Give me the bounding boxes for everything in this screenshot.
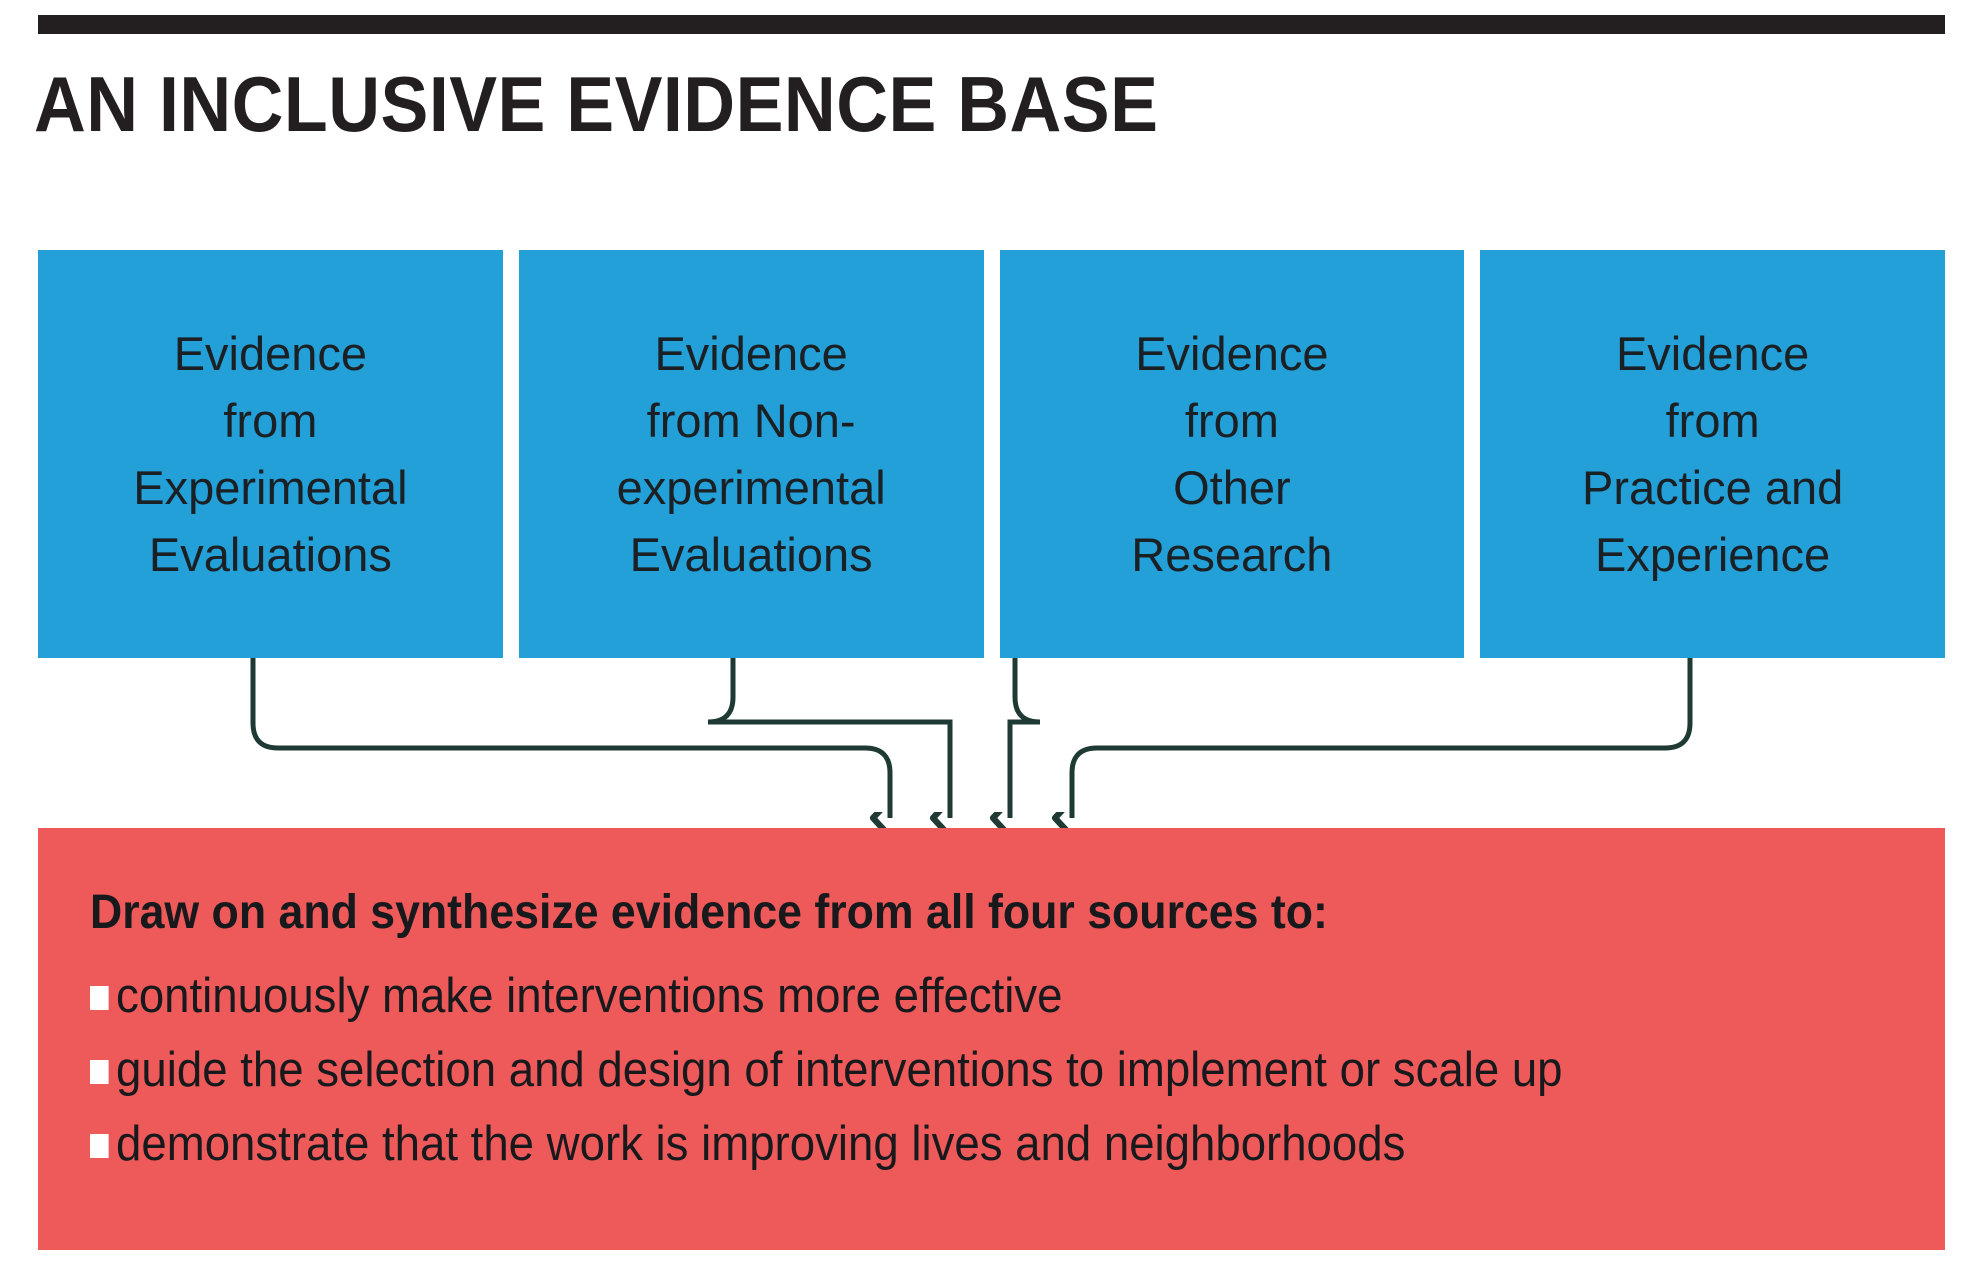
actions-heading: Draw on and synthesize evidence from all… — [90, 886, 1328, 939]
actions-panel: Draw on and synthesize evidence from all… — [38, 828, 1945, 1250]
page-title: AN INCLUSIVE EVIDENCE BASE — [34, 60, 1159, 148]
square-bullet-icon — [90, 1134, 109, 1158]
connector-path-practice-and-experience — [1072, 658, 1693, 818]
action-item-label: guide the selection and design of interv… — [116, 1043, 1563, 1097]
source-box-practice-and-experience[interactable]: Evidence from Practice and Experience — [1480, 250, 1945, 658]
square-bullet-icon — [90, 1060, 109, 1084]
connector-path-non-experimental-evaluations — [707, 658, 950, 818]
action-item-label: continuously make interventions more eff… — [116, 969, 1063, 1023]
square-bullet-icon — [90, 986, 109, 1010]
header-rule — [38, 15, 1945, 34]
source-box-non-experimental-evaluations[interactable]: Evidence from Non- experimental Evaluati… — [518, 250, 984, 658]
action-item-label: demonstrate that the work is improving l… — [116, 1117, 1406, 1171]
connector-path-experimental-evaluations — [250, 658, 890, 818]
source-box-label: Evidence from Practice and Experience — [1581, 327, 1844, 581]
source-box-experimental-evaluations[interactable]: Evidence from Experimental Evaluations — [38, 250, 503, 658]
source-box-label: Evidence from Other Research — [1131, 327, 1333, 581]
source-box-label: Evidence from Experimental Evaluations — [133, 327, 408, 581]
action-list-item: continuously make interventions more eff… — [90, 965, 1767, 1027]
source-box-label: Evidence from Non- experimental Evaluati… — [616, 327, 886, 581]
action-list-item: demonstrate that the work is improving l… — [90, 1113, 1767, 1175]
actions-list: continuously make interventions more eff… — [90, 965, 1893, 1175]
source-boxes-row: Evidence from Experimental Evaluations E… — [38, 250, 1945, 658]
source-box-other-research[interactable]: Evidence from Other Research — [999, 250, 1465, 658]
connector-path-other-research — [1010, 658, 1041, 818]
action-list-item: guide the selection and design of interv… — [90, 1039, 1767, 1101]
